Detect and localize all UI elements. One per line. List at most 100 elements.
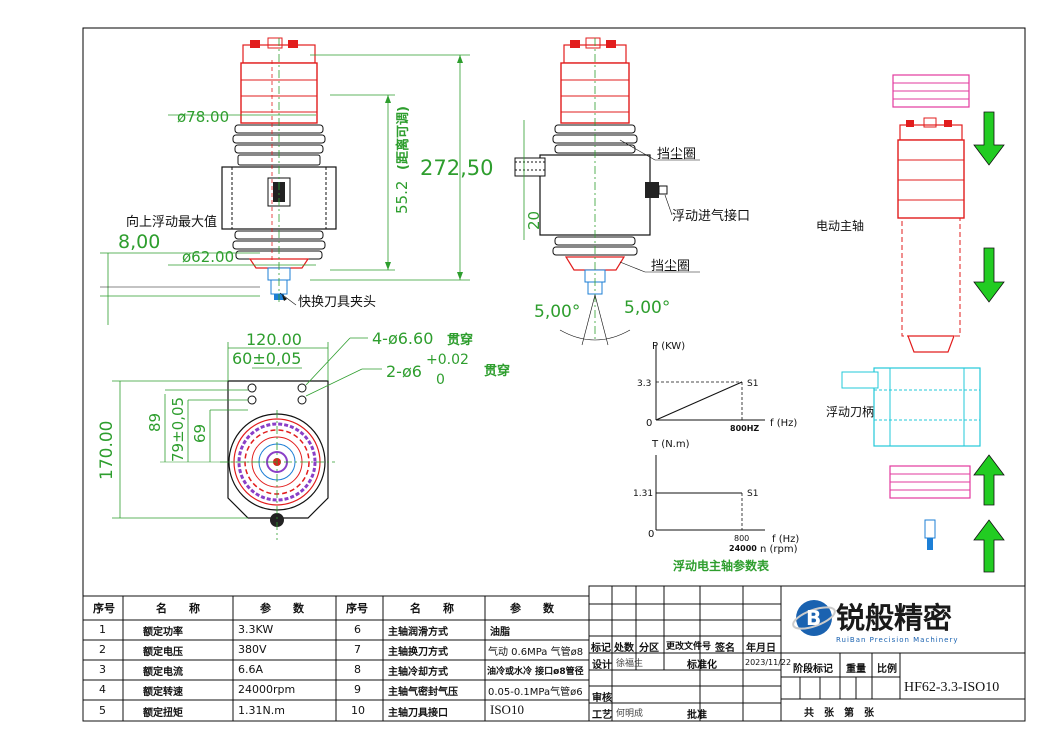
cell-param: 380V (238, 643, 267, 656)
standardize-label: 标准化 (687, 660, 717, 671)
dust-ring-top-label: 挡尘圈 (657, 147, 696, 162)
rev-header-sign: 签名 (715, 643, 735, 654)
arrow-up-icon (973, 519, 1005, 573)
cell-no: 10 (351, 704, 365, 717)
sheets-label: 共 张 第 张 (804, 708, 874, 719)
tool-chuck-part (924, 519, 936, 539)
rev-header-mark: 标记 (591, 643, 611, 654)
f-tick-2: 800 (734, 534, 749, 543)
zero-2: 0 (648, 529, 654, 540)
header-param-1: 参 数 (260, 602, 304, 615)
angle-left: 5,00° (534, 302, 580, 322)
f-tick-1: 800HZ (730, 424, 759, 433)
dim-69: 69 (191, 424, 209, 443)
dim-170: 170.00 (97, 421, 117, 480)
n-tick: 24000 (729, 544, 757, 553)
n-label: n (rpm) (760, 544, 798, 555)
chuck-label: 快换刀具夹头 (298, 295, 376, 310)
front-view: ø78.00 272,50 55.2 (距离可调) 向上浮动最大值 8,00 ø… (100, 37, 493, 325)
cell-no: 1 (99, 623, 106, 636)
header-no-2: 序号 (346, 602, 368, 615)
dim-height: 272,50 (420, 156, 493, 180)
cell-name: 额定电压 (143, 647, 183, 658)
rev-header-date: 年月日 (746, 643, 776, 654)
cell-no: 3 (99, 663, 106, 676)
process-person: 何明成 (616, 709, 644, 719)
dim-dia78: ø78.00 (177, 108, 229, 126)
p-value: 3.3 (637, 379, 651, 389)
header-name-1: 名 称 (156, 602, 200, 615)
cell-name: 主轴润滑方式 (388, 627, 448, 638)
title-block-grid (588, 585, 1026, 722)
company-en: RuiBan Precision Machinery (836, 636, 958, 644)
cell-name: 额定功率 (143, 627, 183, 638)
cell-name: 主轴气密封气压 (388, 687, 458, 698)
company-name: 锐般精密 (836, 601, 952, 635)
review-label: 审核 (592, 693, 612, 704)
header-no-1: 序号 (93, 602, 115, 615)
through-1: 贯穿 (447, 332, 473, 348)
air-inlet-label: 浮动进气接口 (672, 208, 750, 224)
spindle-hidden-body (901, 217, 961, 337)
header-name-2: 名 称 (410, 602, 454, 615)
cell-param: 1.31N.m (238, 704, 285, 717)
cell-name: 主轴冷却方式 (388, 667, 448, 678)
holder-label: 浮动刀柄 (826, 405, 874, 419)
design-label: 设计 (592, 660, 612, 671)
drawing-number: HF62-3.3-ISO10 (904, 680, 1000, 695)
cell-name: 额定转速 (143, 687, 183, 698)
cell-param: 3.3KW (238, 623, 274, 636)
cell-param: 油脂 (490, 627, 510, 638)
company-logo: B 锐般精密 RuiBan Precision Machinery (790, 590, 995, 648)
dim-79: 79±0,05 (169, 397, 187, 462)
dim-60: 60±0,05 (232, 349, 301, 368)
t-value: 1.31 (633, 489, 653, 499)
dust-ring-bottom-label: 挡尘圈 (651, 259, 690, 274)
scale-label: 比例 (877, 664, 897, 675)
motor-label: 电动主轴 (816, 218, 864, 233)
cell-param: 24000rpm (238, 683, 296, 696)
motor-connector-pin (250, 40, 260, 48)
dim-float: 8,00 (118, 231, 160, 253)
tol-lower: 0 (436, 372, 445, 388)
side-air-inlet (645, 182, 659, 198)
cell-name: 额定电流 (143, 667, 183, 678)
cell-param: 油冷或水冷 接口ø8管径 (487, 667, 584, 677)
cell-no: 9 (354, 683, 361, 696)
arrow-down-icon (973, 111, 1005, 166)
exploded-view: 电动主轴 浮动刀柄 (816, 74, 1005, 573)
bottom-view: 120.00 60±0,05 4-ø6.60 贯穿 2-ø6 +0.02 0 贯… (97, 329, 510, 540)
electric-spindle (897, 139, 965, 219)
motor-connector-pin (267, 37, 283, 49)
rev-header-zone: 分区 (639, 643, 659, 654)
dim-dia62: ø62.00 (182, 248, 234, 266)
hole-4-label: 4-ø6.60 (372, 329, 433, 348)
bottom-air-fitting (270, 513, 284, 527)
cell-name: 额定扭矩 (143, 708, 183, 719)
param-charts: P (KW) 3.3 S1 0 f (Hz) 800HZ T (N.m) 1.3… (633, 341, 799, 573)
logo-letter: B (806, 606, 821, 630)
design-date: 2023/11/22 (745, 658, 792, 667)
cell-no: 5 (99, 704, 106, 717)
weight-label: 重量 (846, 664, 866, 675)
floating-holder (873, 367, 981, 447)
dim-stroke: 55.2 (393, 181, 411, 214)
tol-upper: +0.02 (426, 352, 469, 368)
cell-param: ISO10 (490, 702, 524, 717)
cell-name: 主轴刀具接口 (388, 708, 448, 719)
p-mark: S1 (747, 379, 758, 389)
dim-89: 89 (146, 413, 164, 432)
header-param-2: 参 数 (510, 602, 554, 615)
cell-no: 7 (354, 643, 361, 656)
f-label-2: f (Hz) (772, 534, 799, 545)
angle-right: 5,00° (624, 298, 670, 318)
cell-param: 6.6A (238, 663, 264, 676)
zero-1: 0 (646, 418, 652, 429)
motor-connector-pin (288, 40, 298, 48)
chart-caption: 浮动电主轴参数表 (673, 558, 770, 573)
cell-no: 2 (99, 643, 106, 656)
dim-20: 20 (525, 211, 543, 230)
process-label: 工艺 (592, 710, 612, 721)
designer-name: 徐福生 (616, 659, 644, 669)
